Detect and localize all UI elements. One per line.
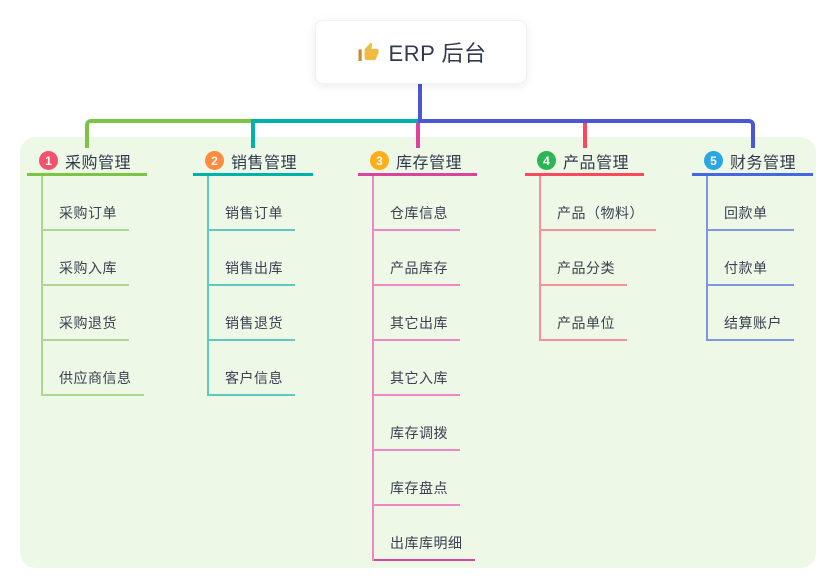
branch-children: 产品（物料） 产品分类 产品单位 bbox=[539, 176, 656, 341]
child-node[interactable]: 产品（物料） bbox=[541, 176, 656, 231]
branch-header-sales[interactable]: 2 销售管理 bbox=[193, 148, 313, 176]
child-node[interactable]: 产品分类 bbox=[541, 231, 627, 286]
child-node[interactable]: 销售订单 bbox=[209, 176, 295, 231]
child-node[interactable]: 采购入库 bbox=[43, 231, 129, 286]
branch-label: 销售管理 bbox=[231, 154, 298, 172]
branch-inventory: 3 库存管理 仓库信息 产品库存 其它出库 其它入库 库存调拨 库存盘点 出库库… bbox=[358, 148, 477, 561]
branch-header-inventory[interactable]: 3 库存管理 bbox=[358, 148, 477, 176]
branch-product: 4 产品管理 产品（物料） 产品分类 产品单位 bbox=[525, 148, 656, 341]
child-node[interactable]: 库存调拨 bbox=[374, 396, 460, 451]
connector-branch-5 bbox=[418, 119, 755, 148]
branch-header-finance[interactable]: 5 财务管理 bbox=[692, 148, 813, 176]
branch-header-purchase[interactable]: 1 采购管理 bbox=[27, 148, 147, 176]
branch-number-badge: 5 bbox=[704, 151, 723, 170]
branch-children: 销售订单 销售出库 销售退货 客户信息 bbox=[207, 176, 313, 396]
branch-label: 财务管理 bbox=[730, 154, 797, 172]
connector-branch-2 bbox=[251, 119, 418, 148]
thumbs-up-icon bbox=[356, 40, 380, 64]
branch-sales: 2 销售管理 销售订单 销售出库 销售退货 客户信息 bbox=[193, 148, 313, 396]
child-node[interactable]: 库存盘点 bbox=[374, 451, 460, 506]
branch-label: 产品管理 bbox=[563, 154, 630, 172]
branch-number-badge: 4 bbox=[537, 151, 556, 170]
branch-children: 回款单 付款单 结算账户 bbox=[706, 176, 813, 341]
child-node[interactable]: 其它出库 bbox=[374, 286, 460, 341]
child-node[interactable]: 出库库明细 bbox=[374, 506, 475, 561]
branch-number-badge: 2 bbox=[205, 151, 224, 170]
child-node[interactable]: 采购退货 bbox=[43, 286, 129, 341]
child-node[interactable]: 仓库信息 bbox=[374, 176, 460, 231]
branch-label: 库存管理 bbox=[396, 154, 463, 172]
branch-label: 采购管理 bbox=[65, 154, 132, 172]
branch-number-badge: 3 bbox=[370, 151, 389, 170]
branch-purchase: 1 采购管理 采购订单 采购入库 采购退货 供应商信息 bbox=[27, 148, 147, 396]
branch-children: 仓库信息 产品库存 其它出库 其它入库 库存调拨 库存盘点 出库库明细 bbox=[372, 176, 477, 561]
child-node[interactable]: 采购订单 bbox=[43, 176, 129, 231]
branch-header-product[interactable]: 4 产品管理 bbox=[525, 148, 644, 176]
child-node[interactable]: 销售退货 bbox=[209, 286, 295, 341]
connector-branch-3 bbox=[416, 123, 420, 148]
branch-number-badge: 1 bbox=[39, 151, 58, 170]
child-node[interactable]: 产品单位 bbox=[541, 286, 627, 341]
child-node[interactable]: 付款单 bbox=[708, 231, 794, 286]
root-node[interactable]: ERP 后台 bbox=[315, 20, 527, 84]
root-connector-stem bbox=[418, 81, 422, 121]
child-node[interactable]: 其它入库 bbox=[374, 341, 460, 396]
connector-branch-1 bbox=[85, 119, 251, 148]
child-node[interactable]: 回款单 bbox=[708, 176, 794, 231]
branch-group-panel bbox=[20, 137, 816, 568]
connector-branch-4 bbox=[583, 123, 587, 148]
child-node[interactable]: 产品库存 bbox=[374, 231, 460, 286]
child-node[interactable]: 结算账户 bbox=[708, 286, 794, 341]
child-node[interactable]: 客户信息 bbox=[209, 341, 295, 396]
child-node[interactable]: 销售出库 bbox=[209, 231, 295, 286]
branch-finance: 5 财务管理 回款单 付款单 结算账户 bbox=[692, 148, 813, 341]
branch-children: 采购订单 采购入库 采购退货 供应商信息 bbox=[41, 176, 147, 396]
child-node[interactable]: 供应商信息 bbox=[43, 341, 144, 396]
root-node-title: ERP 后台 bbox=[388, 41, 487, 66]
